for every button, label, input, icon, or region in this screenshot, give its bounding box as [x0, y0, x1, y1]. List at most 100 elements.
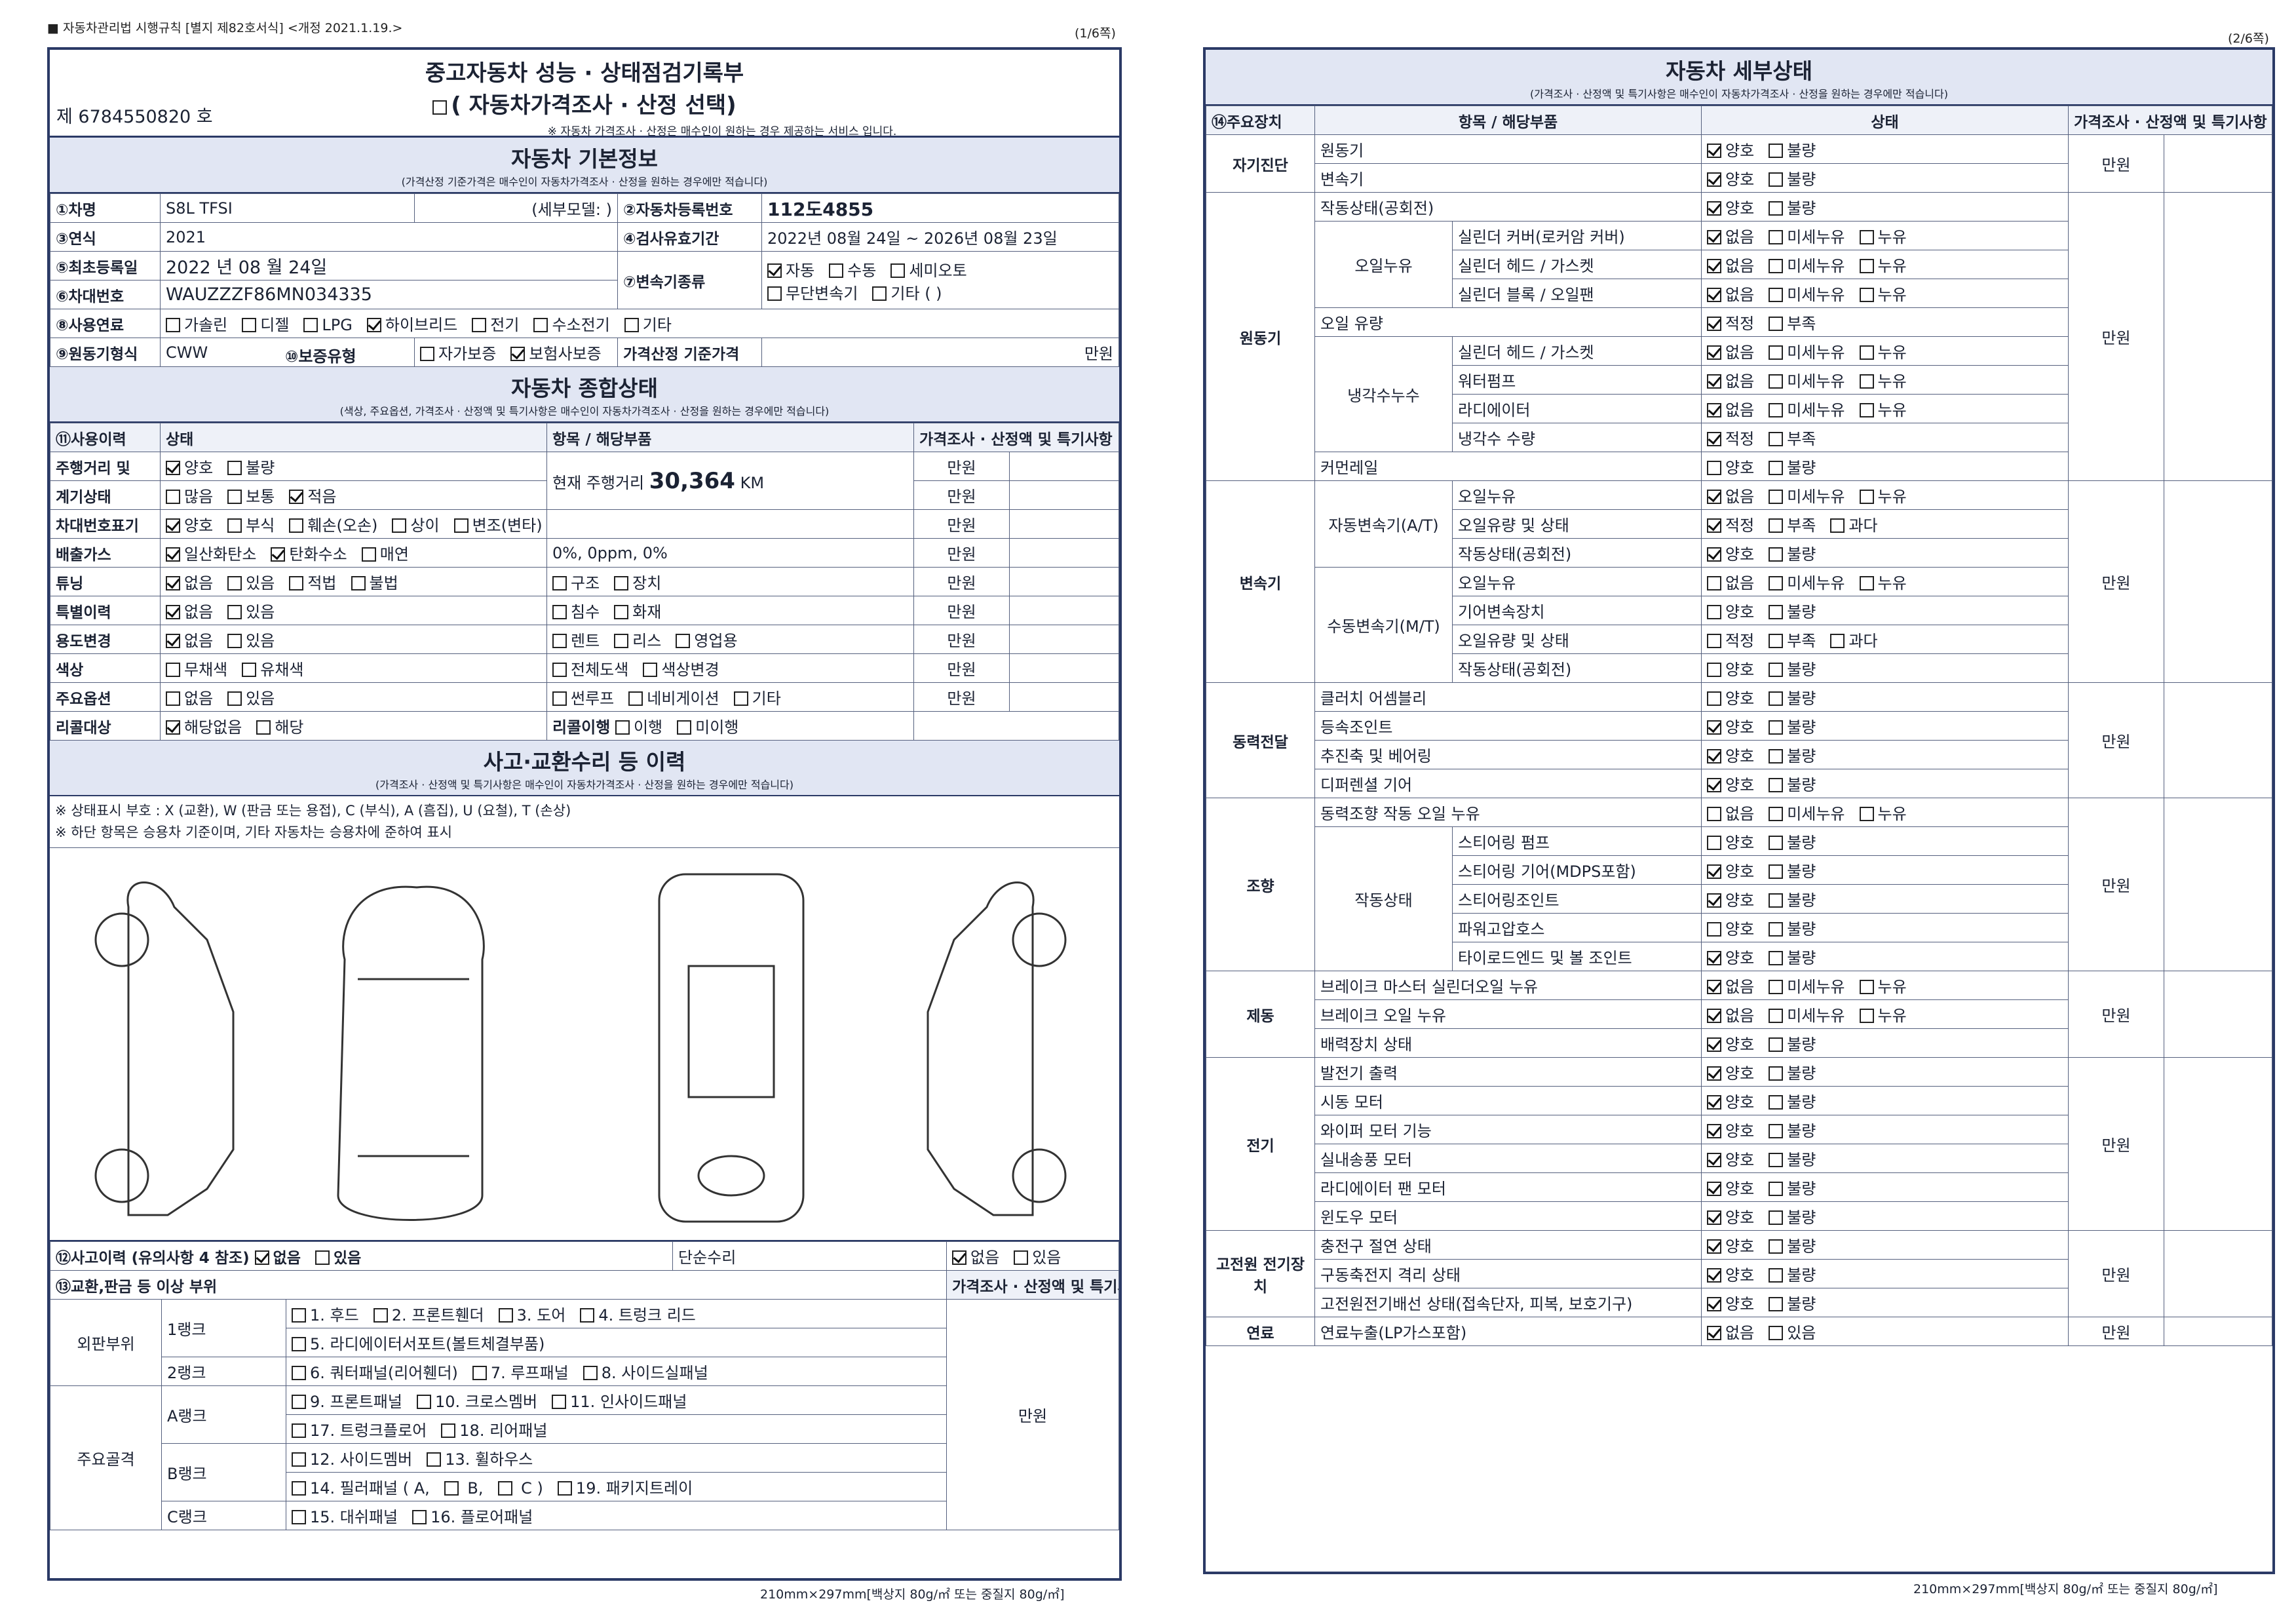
st5-1-checkbox-1[interactable]	[1769, 1009, 1784, 1023]
st2-5-checkbox-2[interactable]	[1830, 634, 1845, 648]
ra2-checkbox-1[interactable]	[441, 1423, 456, 1438]
r1b-checkbox-0[interactable]	[292, 1337, 306, 1351]
st2-3-checkbox-0[interactable]	[1707, 576, 1722, 590]
st1-8-checkbox-0[interactable]	[1707, 432, 1722, 446]
st1-7-checkbox-2[interactable]	[1859, 403, 1874, 417]
st2-0-checkbox-0[interactable]	[1707, 490, 1722, 504]
st1-5-checkbox-1[interactable]	[1769, 345, 1784, 360]
st5-0-checkbox-0[interactable]	[1707, 980, 1722, 994]
st1-6-checkbox-2[interactable]	[1859, 374, 1874, 389]
st2-3-checkbox-1[interactable]	[1769, 576, 1784, 590]
st4-0-checkbox-2[interactable]	[1859, 807, 1874, 821]
meter-checkbox-1[interactable]	[227, 461, 242, 475]
ov4i-checkbox-1[interactable]	[614, 634, 629, 648]
fuel-checkbox-1[interactable]	[242, 318, 257, 332]
ov0-checkbox-4[interactable]	[453, 518, 469, 533]
ov2-checkbox-3[interactable]	[351, 576, 366, 590]
st6-1-checkbox-1[interactable]	[1769, 1095, 1784, 1110]
st4-4-checkbox-0[interactable]	[1707, 922, 1722, 937]
st1-7-checkbox-0[interactable]	[1707, 403, 1722, 417]
ov5i-checkbox-0[interactable]	[552, 663, 567, 677]
st1-3-checkbox-1[interactable]	[1769, 288, 1784, 302]
mlevel-checkbox-2[interactable]	[289, 490, 304, 504]
st1-4-checkbox-1[interactable]	[1769, 317, 1784, 331]
ov2i-checkbox-1[interactable]	[614, 576, 629, 590]
st2-2-checkbox-1[interactable]	[1769, 547, 1784, 562]
st8-0-checkbox-0[interactable]	[1707, 1326, 1722, 1340]
st6-0-checkbox-0[interactable]	[1707, 1066, 1722, 1081]
ov5-checkbox-1[interactable]	[242, 663, 257, 677]
rb2-checkbox-3[interactable]	[557, 1481, 572, 1496]
r1a-checkbox-3[interactable]	[580, 1308, 595, 1323]
ra2-checkbox-0[interactable]	[292, 1423, 306, 1438]
st3-0-checkbox-0[interactable]	[1707, 691, 1722, 706]
st2-3-checkbox-2[interactable]	[1859, 576, 1874, 590]
r2-checkbox-1[interactable]	[472, 1366, 487, 1380]
st2-6-checkbox-1[interactable]	[1769, 663, 1784, 677]
fuel-checkbox-6[interactable]	[624, 318, 639, 332]
st3-2-checkbox-0[interactable]	[1707, 749, 1722, 764]
trans-checkbox-0[interactable]	[767, 263, 782, 278]
ov2i-checkbox-0[interactable]	[552, 576, 567, 590]
r2-checkbox-0[interactable]	[292, 1366, 306, 1380]
trans2-checkbox-0[interactable]	[767, 286, 782, 301]
ov3-checkbox-1[interactable]	[227, 605, 242, 619]
ov0-checkbox-1[interactable]	[227, 518, 242, 533]
ov7-checkbox-0[interactable]	[166, 720, 180, 735]
ra-checkbox-0[interactable]	[292, 1395, 306, 1409]
rb2-checkbox-1[interactable]	[444, 1481, 459, 1496]
st3-2-checkbox-1[interactable]	[1769, 749, 1784, 764]
ra-checkbox-1[interactable]	[416, 1395, 431, 1409]
st0-0-checkbox-0[interactable]	[1707, 144, 1722, 158]
st1-5-checkbox-0[interactable]	[1707, 345, 1722, 360]
st7-2-checkbox-0[interactable]	[1707, 1297, 1722, 1311]
ov7-checkbox-1[interactable]	[256, 720, 271, 735]
rc-checkbox-0[interactable]	[292, 1510, 306, 1524]
st2-1-checkbox-2[interactable]	[1830, 518, 1845, 533]
st7-2-checkbox-1[interactable]	[1769, 1297, 1784, 1311]
ov4-checkbox-0[interactable]	[166, 634, 180, 648]
st4-0-checkbox-0[interactable]	[1707, 807, 1722, 821]
st4-3-checkbox-1[interactable]	[1769, 893, 1784, 908]
st6-3-checkbox-0[interactable]	[1707, 1153, 1722, 1167]
ov3i-checkbox-1[interactable]	[614, 605, 629, 619]
st0-1-checkbox-0[interactable]	[1707, 172, 1722, 187]
st4-5-checkbox-0[interactable]	[1707, 951, 1722, 965]
acc-checkbox-0[interactable]	[254, 1250, 269, 1265]
fuel-checkbox-3[interactable]	[366, 318, 381, 332]
st6-3-checkbox-1[interactable]	[1769, 1153, 1784, 1167]
st1-7-checkbox-1[interactable]	[1769, 403, 1784, 417]
st6-2-checkbox-0[interactable]	[1707, 1124, 1722, 1138]
st1-1-checkbox-2[interactable]	[1859, 230, 1874, 244]
st1-5-checkbox-2[interactable]	[1859, 345, 1874, 360]
trans2-checkbox-1[interactable]	[872, 286, 887, 301]
st4-1-checkbox-1[interactable]	[1769, 836, 1784, 850]
st1-6-checkbox-1[interactable]	[1769, 374, 1784, 389]
st8-0-checkbox-1[interactable]	[1769, 1326, 1784, 1340]
st6-5-checkbox-1[interactable]	[1769, 1210, 1784, 1225]
ov0-checkbox-2[interactable]	[289, 518, 304, 533]
st1-1-checkbox-1[interactable]	[1769, 230, 1784, 244]
simple-checkbox-1[interactable]	[1014, 1250, 1029, 1265]
st1-6-checkbox-0[interactable]	[1707, 374, 1722, 389]
ov1-checkbox-0[interactable]	[166, 547, 180, 562]
st5-2-checkbox-1[interactable]	[1769, 1037, 1784, 1052]
st3-1-checkbox-0[interactable]	[1707, 720, 1722, 735]
warranty-checkbox-1[interactable]	[510, 347, 526, 361]
r2-checkbox-2[interactable]	[583, 1366, 598, 1380]
st7-0-checkbox-0[interactable]	[1707, 1239, 1722, 1254]
ov3-checkbox-0[interactable]	[166, 605, 180, 619]
ov6-checkbox-0[interactable]	[166, 691, 180, 706]
st2-2-checkbox-0[interactable]	[1707, 547, 1722, 562]
ov4i-checkbox-0[interactable]	[552, 634, 567, 648]
st6-4-checkbox-1[interactable]	[1769, 1182, 1784, 1196]
st2-0-checkbox-2[interactable]	[1859, 490, 1874, 504]
r1a-checkbox-0[interactable]	[292, 1308, 306, 1323]
ov4-checkbox-1[interactable]	[227, 634, 242, 648]
st4-3-checkbox-0[interactable]	[1707, 893, 1722, 908]
st3-3-checkbox-1[interactable]	[1769, 778, 1784, 792]
st2-1-checkbox-1[interactable]	[1769, 518, 1784, 533]
st1-4-checkbox-0[interactable]	[1707, 317, 1722, 331]
st7-1-checkbox-0[interactable]	[1707, 1268, 1722, 1283]
st4-5-checkbox-1[interactable]	[1769, 951, 1784, 965]
